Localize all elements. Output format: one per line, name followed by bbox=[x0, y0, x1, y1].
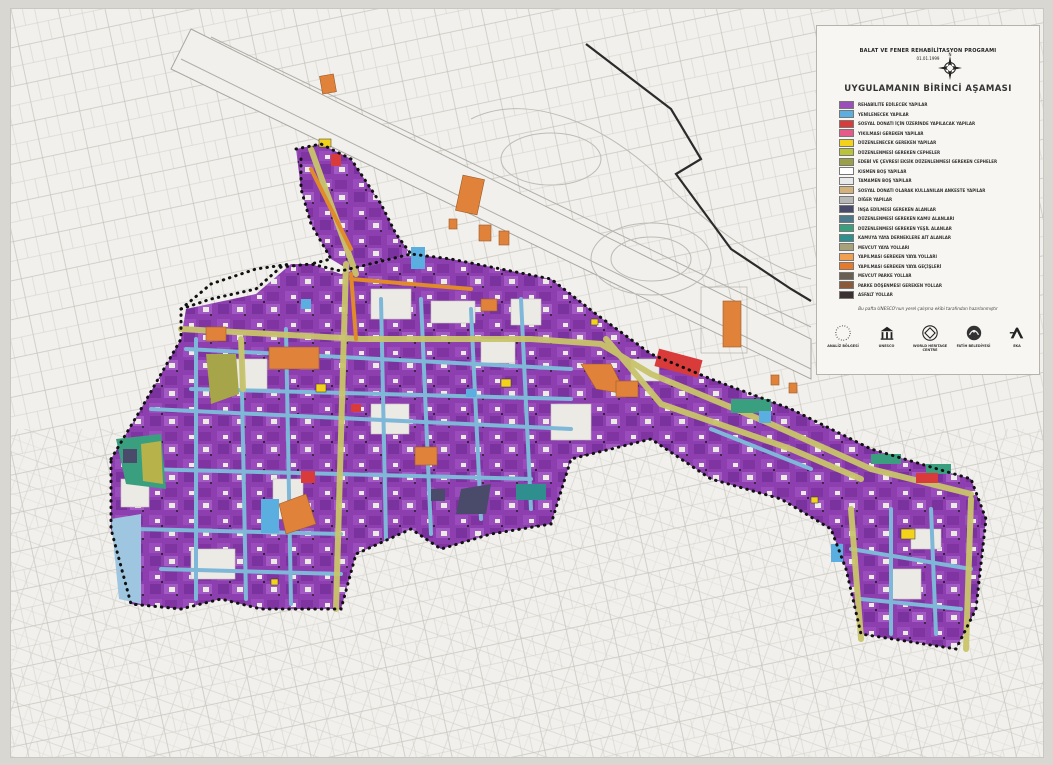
legend-swatch bbox=[839, 271, 854, 280]
logo-row: ANALİZ BÖLGESİ UNESCO WORLD HERITAGE CEN… bbox=[825, 324, 1035, 368]
legend-item-label: DİĞER YAPILAR bbox=[858, 197, 893, 203]
legend-item-label: DÜZENLENMESİ GEREKEN CEPHELER bbox=[858, 149, 941, 155]
legend-swatch bbox=[839, 205, 854, 214]
legend-item-label: YAPILMASI GEREKEN YAYA GEÇİŞLERİ bbox=[858, 263, 942, 269]
fatih-municipality-icon bbox=[966, 325, 981, 341]
world-heritage-icon bbox=[922, 325, 938, 341]
legend-swatch bbox=[839, 281, 854, 290]
legend-item: MEVCUT PARKE YOLLAR bbox=[839, 271, 1034, 281]
legend-swatch bbox=[839, 243, 854, 252]
legend-swatch bbox=[839, 224, 854, 233]
map-legend: BALAT VE FENER REHABİLİTASYON PROGRAMI 0… bbox=[816, 25, 1040, 375]
legend-item: YIKILMASI GEREKEN YAPILAR bbox=[839, 129, 1034, 139]
legend-swatch bbox=[839, 119, 854, 128]
coastline bbox=[585, 43, 812, 302]
legend-item: YAPILMASI GEREKEN YAYA GEÇİŞLERİ bbox=[839, 262, 1034, 272]
legend-item-label: MEVCUT PARKE YOLLAR bbox=[858, 273, 912, 279]
legend-title: UYGULAMANIN BİRİNCİ AŞAMASI bbox=[844, 84, 1012, 94]
legend-item: KAMUYA YAYA DERNEKLERE AİT ALANLAR bbox=[839, 233, 1034, 243]
legend-swatch bbox=[839, 129, 854, 138]
legend-swatch bbox=[839, 176, 854, 185]
legend-item-label: MEVCUT YAYA YOLLARI bbox=[858, 244, 910, 250]
legend-swatch bbox=[839, 110, 854, 119]
legend-swatch bbox=[839, 214, 854, 223]
north-arrow-icon: N bbox=[938, 52, 962, 80]
planning-area[interactable] bbox=[109, 138, 988, 652]
legend-item-label: DÜZENLENECEK GEREKEN YAPILAR bbox=[858, 140, 937, 146]
legend-swatch bbox=[839, 138, 854, 147]
legend-note: Bu pafta UNESCO'nun yerel çalışma ekibi … bbox=[858, 306, 998, 311]
legend-item: DÜZENLENECEK GEREKEN YAPILAR bbox=[839, 138, 1034, 148]
legend-item: MEVCUT YAYA YOLLARI bbox=[839, 243, 1034, 253]
project-title: BALAT VE FENER REHABİLİTASYON PROGRAMI bbox=[859, 48, 997, 54]
legend-item-label: KAMUYA YAYA DERNEKLERE AİT ALANLAR bbox=[858, 235, 951, 241]
dotted-circle-icon bbox=[835, 325, 851, 341]
legend-item-label: DÜZENLENMESİ GEREKEN KAMU ALANLARI bbox=[858, 216, 955, 222]
eka-icon bbox=[1009, 327, 1024, 339]
legend-item: REHABİLİTE EDİLECEK YAPILAR bbox=[839, 100, 1034, 110]
project-date: 01.01.1999 bbox=[916, 56, 940, 61]
legend-swatch bbox=[839, 233, 854, 242]
legend-item-label: KISMEN BOŞ YAPILAR bbox=[858, 168, 907, 174]
legend-item-label: REHABİLİTE EDİLECEK YAPILAR bbox=[858, 102, 928, 108]
legend-item: YAPILMASI GEREKEN YAYA YOLLARI bbox=[839, 252, 1034, 262]
legend-item: PARKE DÖŞENMESİ GEREKEN YOLLAR bbox=[839, 281, 1034, 291]
legend-item-label: YAPILMASI GEREKEN YAYA YOLLARI bbox=[858, 254, 937, 260]
legend-item: SOSYAL DONATI OLARAK KULLANILAN ANKESTE … bbox=[839, 186, 1034, 196]
green-public-areas bbox=[111, 354, 951, 604]
legend-item-label: İNŞA EDİLMESİ GEREKEN ALANLAR bbox=[858, 206, 936, 212]
legend-item: SOSYAL DONATI İÇİN ÜZERİNDE YAPILACAK YA… bbox=[839, 119, 1034, 129]
logo-eka: EKA bbox=[999, 324, 1035, 368]
legend-item-label: YENİLENECEK YAPILAR bbox=[858, 111, 909, 117]
legend-item: TAMAMEN BOŞ YAPILAR bbox=[839, 176, 1034, 186]
legend-item: DÜZENLENMESİ GEREKEN CEPHELER bbox=[839, 148, 1034, 158]
legend-item-label: SOSYAL DONATI OLARAK KULLANILAN ANKESTE … bbox=[858, 187, 986, 193]
legend-swatch bbox=[839, 157, 854, 166]
legend-swatch bbox=[839, 100, 854, 109]
logo-world-heritage: WORLD HERITAGE CENTRE bbox=[912, 324, 948, 368]
logo-fatih-municipality: FATİH BELEDİYESİ bbox=[956, 324, 992, 368]
logo-unesco: UNESCO bbox=[869, 324, 905, 368]
legend-item: EDEBİ VE ÇEVRESİ EKSİK DÜZENLENMESİ GERE… bbox=[839, 157, 1034, 167]
legend-item-label: SOSYAL DONATI İÇİN ÜZERİNDE YAPILACAK YA… bbox=[858, 121, 976, 127]
legend-item: DÜZENLENMESİ GEREKEN KAMU ALANLARI bbox=[839, 214, 1034, 224]
legend-swatch bbox=[839, 262, 854, 271]
coastal-road bbox=[170, 28, 812, 380]
legend-swatch bbox=[839, 186, 854, 195]
map-sheet: BALAT VE FENER REHABİLİTASYON PROGRAMI 0… bbox=[10, 8, 1044, 758]
logo-analysis-area: ANALİZ BÖLGESİ bbox=[825, 324, 861, 368]
legend-swatch bbox=[839, 167, 854, 176]
legend-item-label: DÜZENLENMESİ GEREKEN YEŞİL ALANLAR bbox=[858, 225, 952, 231]
legend-swatch bbox=[839, 148, 854, 157]
unesco-icon bbox=[880, 326, 893, 340]
legend-item-label: EDEBİ VE ÇEVRESİ EKSİK DÜZENLENMESİ GERE… bbox=[858, 159, 998, 165]
legend-item: YENİLENECEK YAPILAR bbox=[839, 110, 1034, 120]
legend-item-label: TAMAMEN BOŞ YAPILAR bbox=[858, 178, 912, 184]
legend-item: İNŞA EDİLMESİ GEREKEN ALANLAR bbox=[839, 205, 1034, 215]
legend-item: DÜZENLENMESİ GEREKEN YEŞİL ALANLAR bbox=[839, 224, 1034, 234]
legend-item-label: PARKE DÖŞENMESİ GEREKEN YOLLAR bbox=[858, 282, 942, 288]
legend-list: REHABİLİTE EDİLECEK YAPILAR YENİLENECEK Y… bbox=[839, 100, 1034, 300]
legend-swatch bbox=[839, 252, 854, 261]
north-label: N bbox=[949, 52, 952, 57]
legend-item: DİĞER YAPILAR bbox=[839, 195, 1034, 205]
legend-swatch bbox=[839, 195, 854, 204]
legend-item: KISMEN BOŞ YAPILAR bbox=[839, 167, 1034, 177]
legend-item: ASFALT YOLLAR bbox=[839, 290, 1034, 300]
park-area bbox=[470, 108, 812, 296]
outside-orange-buildings bbox=[319, 73, 798, 394]
legend-swatch bbox=[839, 290, 854, 299]
legend-item-label: YIKILMASI GEREKEN YAPILAR bbox=[858, 130, 924, 136]
legend-item-label: ASFALT YOLLAR bbox=[858, 292, 893, 298]
